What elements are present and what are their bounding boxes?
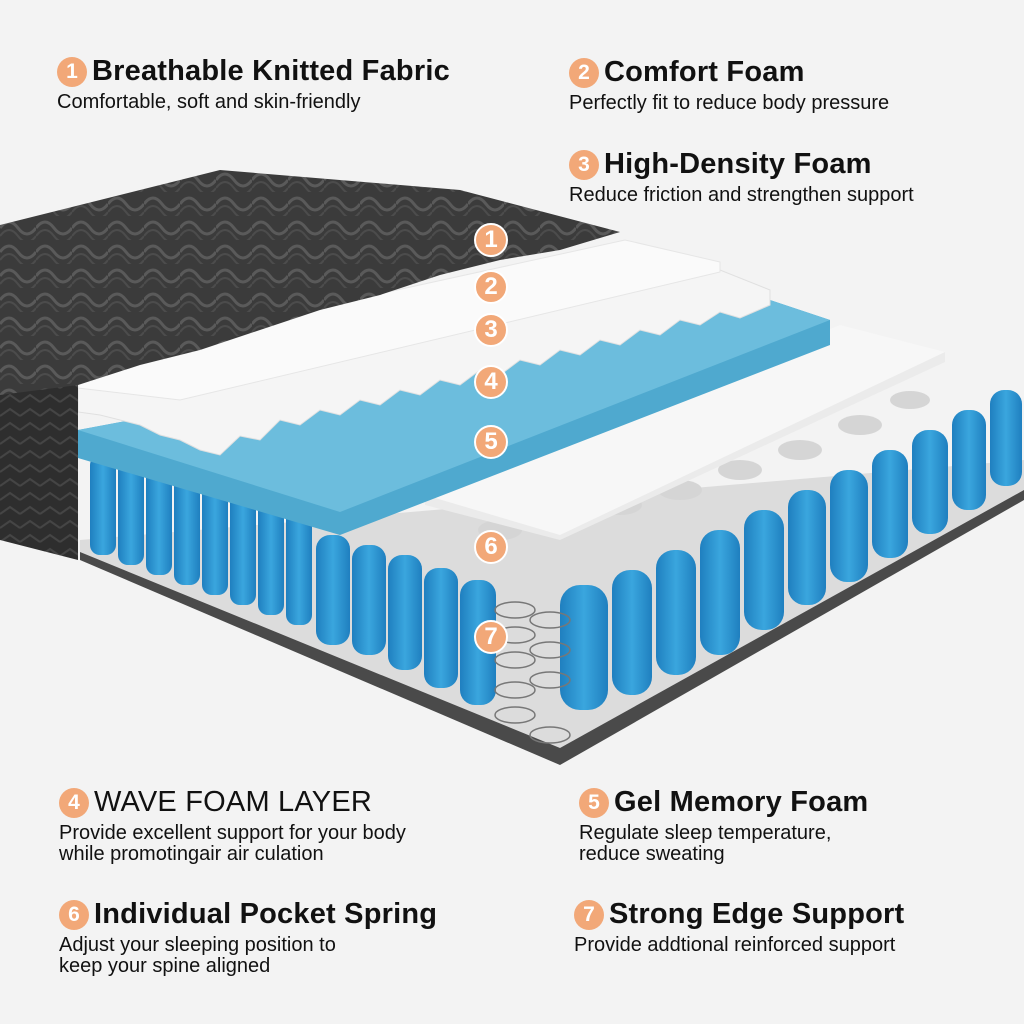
feature-description: Regulate sleep temperature, reduce sweat…	[579, 822, 832, 865]
number-badge: 4	[59, 787, 89, 818]
number-badge: 6	[59, 899, 89, 930]
layer-marker-4: 4	[474, 365, 508, 399]
number-badge: 5	[579, 787, 609, 818]
layer-marker-5: 5	[474, 425, 508, 459]
layer-marker-1: 1	[474, 223, 508, 257]
layer-marker-3: 3	[474, 313, 508, 347]
feature-description: Provide addtional reinforced support	[574, 934, 896, 956]
feature-description: Reduce friction and strengthen support	[569, 184, 914, 206]
feature-title: Individual Pocket Spring	[94, 898, 438, 930]
feature-description: Adjust your sleeping position to keep yo…	[59, 934, 336, 977]
layer-marker-2: 2	[474, 270, 508, 304]
feature-description: Comfortable, soft and skin-friendly	[57, 91, 361, 113]
number-badge: 3	[569, 149, 599, 180]
feature-title: Breathable Knitted Fabric	[92, 55, 450, 87]
feature-description: Perfectly fit to reduce body pressure	[569, 92, 890, 114]
feature-title: Strong Edge Support	[609, 898, 905, 930]
feature-title: WAVE FOAM LAYER	[94, 786, 373, 818]
feature-title: Gel Memory Foam	[614, 786, 869, 818]
layer-marker-7: 7	[474, 620, 508, 654]
mattress-cross-section-illustration: 1 2 3 4 5 6 7	[0, 160, 1024, 780]
number-badge: 1	[57, 56, 87, 87]
layer-marker-6: 6	[474, 530, 508, 564]
number-badge: 7	[574, 899, 604, 930]
number-badge: 2	[569, 57, 599, 88]
feature-title: High-Density Foam	[604, 148, 872, 180]
feature-title: Comfort Foam	[604, 56, 805, 88]
feature-description: Provide excellent support for your body …	[59, 822, 406, 865]
